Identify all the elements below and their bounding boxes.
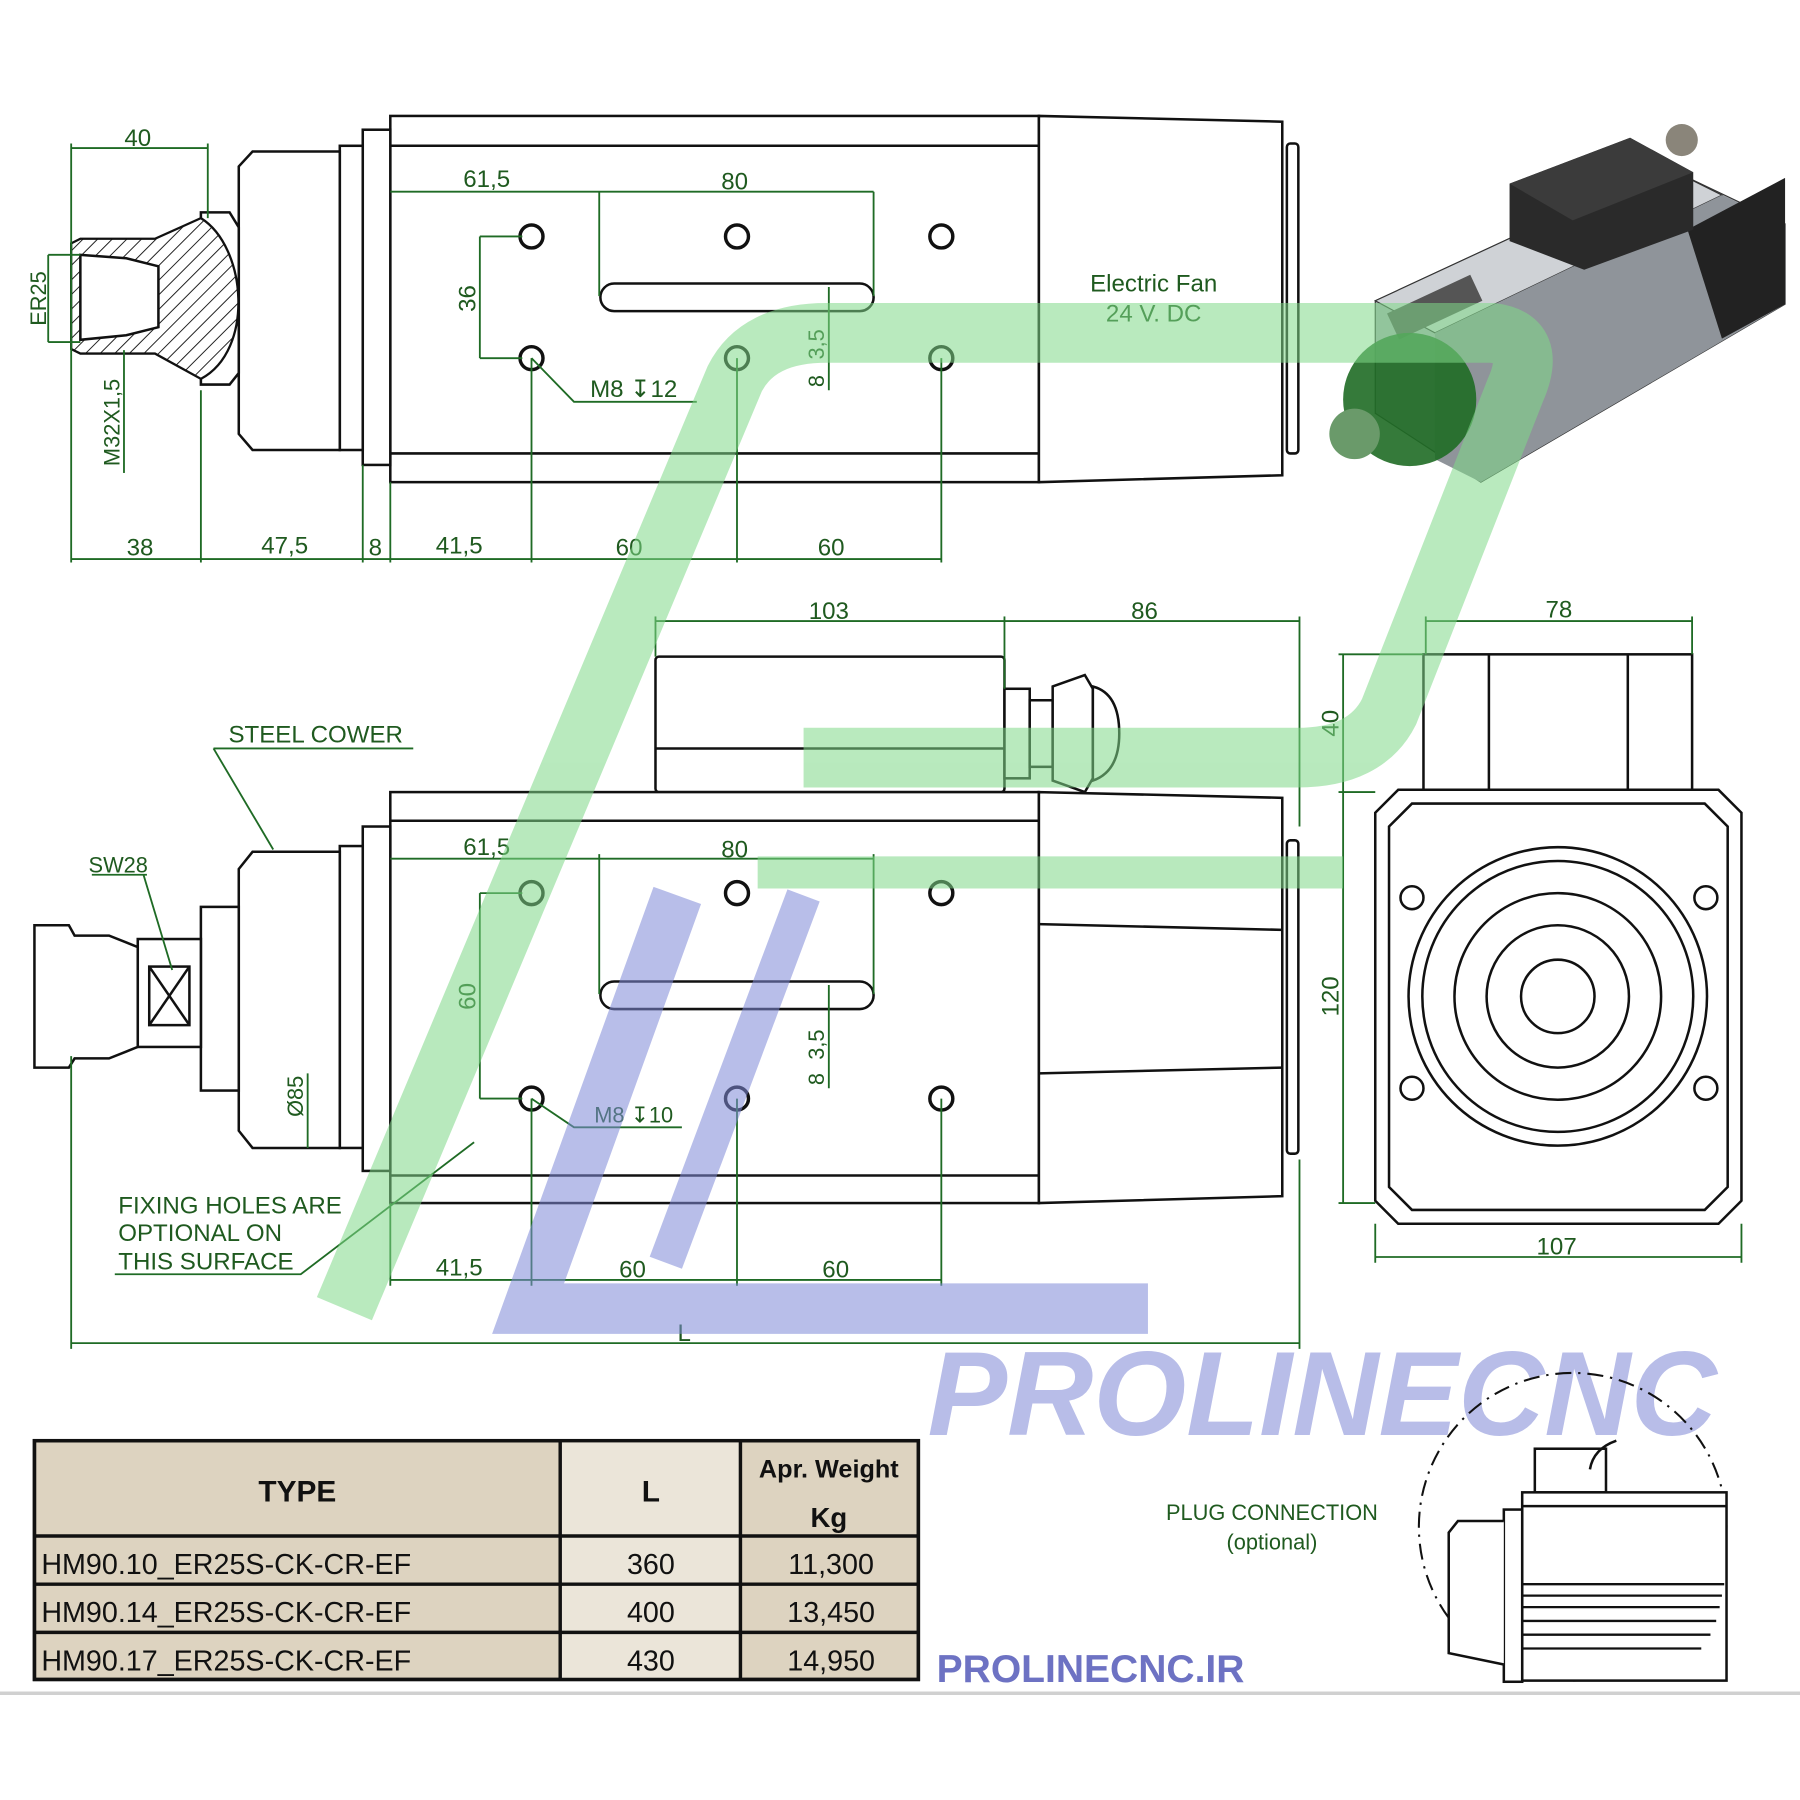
cell-weight: 14,950 [787, 1645, 875, 1677]
cell-type: HM90.10_ER25S-CK-CR-EF [41, 1549, 411, 1581]
dim-80: 80 [721, 168, 748, 195]
table-row: HM90.14_ER25S-CK-CR-EF 400 13,450 [41, 1597, 875, 1629]
header-l: L [642, 1476, 660, 1509]
cell-l: 360 [627, 1549, 675, 1581]
cell-l: 430 [627, 1645, 675, 1677]
plug-optional-label: (optional) [1227, 1530, 1318, 1555]
website-url: PROLINECNC.IR [937, 1648, 1245, 1691]
dim-m32: M32X1,5 [99, 379, 124, 466]
dim-3-5: 3,5 [804, 1029, 829, 1059]
dim-41-5: 41,5 [436, 532, 483, 559]
hole-callout: M8 ↧12 [590, 376, 677, 403]
fixing-note-line: OPTIONAL ON [118, 1220, 282, 1247]
table-row: HM90.17_ER25S-CK-CR-EF 430 14,950 [41, 1645, 875, 1677]
dim-78: 78 [1546, 597, 1573, 624]
fixing-note-line: THIS SURFACE [118, 1249, 293, 1276]
dim-47-5: 47,5 [261, 532, 308, 559]
fixing-hole [723, 879, 751, 907]
plug-connection-detail: PLUG CONNECTION (optional) [1166, 1371, 1728, 1684]
header-weight: Apr. Weight [759, 1455, 899, 1483]
dim-60: 60 [818, 535, 845, 562]
cell-l: 400 [627, 1597, 675, 1629]
fixing-hole [518, 223, 545, 250]
fixing-hole [928, 223, 955, 250]
dim-36: 36 [454, 285, 481, 312]
dim-8: 8 [804, 375, 829, 387]
dim-41-5: 41,5 [436, 1254, 483, 1281]
cell-type: HM90.14_ER25S-CK-CR-EF [41, 1597, 411, 1629]
dim-60: 60 [619, 1257, 646, 1284]
dim-86: 86 [1131, 598, 1158, 625]
dim-40: 40 [124, 125, 151, 152]
steel-cover-label: STEEL COWER [228, 722, 402, 749]
front-view: 78 40 120 107 [1318, 597, 1743, 1263]
dim-8: 8 [804, 1073, 829, 1085]
header-type: TYPE [258, 1476, 336, 1509]
dim-120: 120 [1318, 976, 1345, 1016]
fixing-note-line: FIXING HOLES ARE [118, 1192, 342, 1219]
cell-type: HM90.17_ER25S-CK-CR-EF [41, 1645, 411, 1677]
dim-103: 103 [809, 598, 849, 625]
watermark-brand: PROLINECNC [928, 1328, 1719, 1461]
dim-107: 107 [1537, 1234, 1577, 1261]
header-weight-unit: Kg [810, 1502, 847, 1533]
dim-8-bottom: 8 [369, 535, 382, 562]
dim-diameter-85: Ø85 [283, 1076, 308, 1117]
dim-60: 60 [822, 1257, 849, 1284]
fan-label: Electric Fan [1090, 271, 1217, 298]
watermark-logo [316, 303, 1553, 1334]
dim-80: 80 [721, 837, 748, 864]
fan-housing [1037, 114, 1284, 484]
plug-connection-label: PLUG CONNECTION [1166, 1500, 1378, 1525]
top-view: 40 61,5 80 36 ER25 M32X1,5 3,5 8 M8 ↧12 … [26, 114, 1300, 563]
table-row: HM90.10_ER25S-CK-CR-EF 360 11,300 [41, 1549, 874, 1581]
spec-table: TYPE L Apr. Weight Kg HM90.10_ER25S-CK-C… [32, 1438, 921, 1682]
sw28-label: SW28 [89, 852, 148, 877]
cell-weight: 11,300 [788, 1549, 874, 1581]
cell-weight: 13,450 [787, 1597, 875, 1629]
fixing-hole [723, 223, 751, 250]
dim-61-5: 61,5 [463, 166, 510, 193]
collet-nut [33, 923, 140, 1069]
dim-er25: ER25 [26, 271, 51, 326]
dim-38: 38 [127, 535, 154, 562]
